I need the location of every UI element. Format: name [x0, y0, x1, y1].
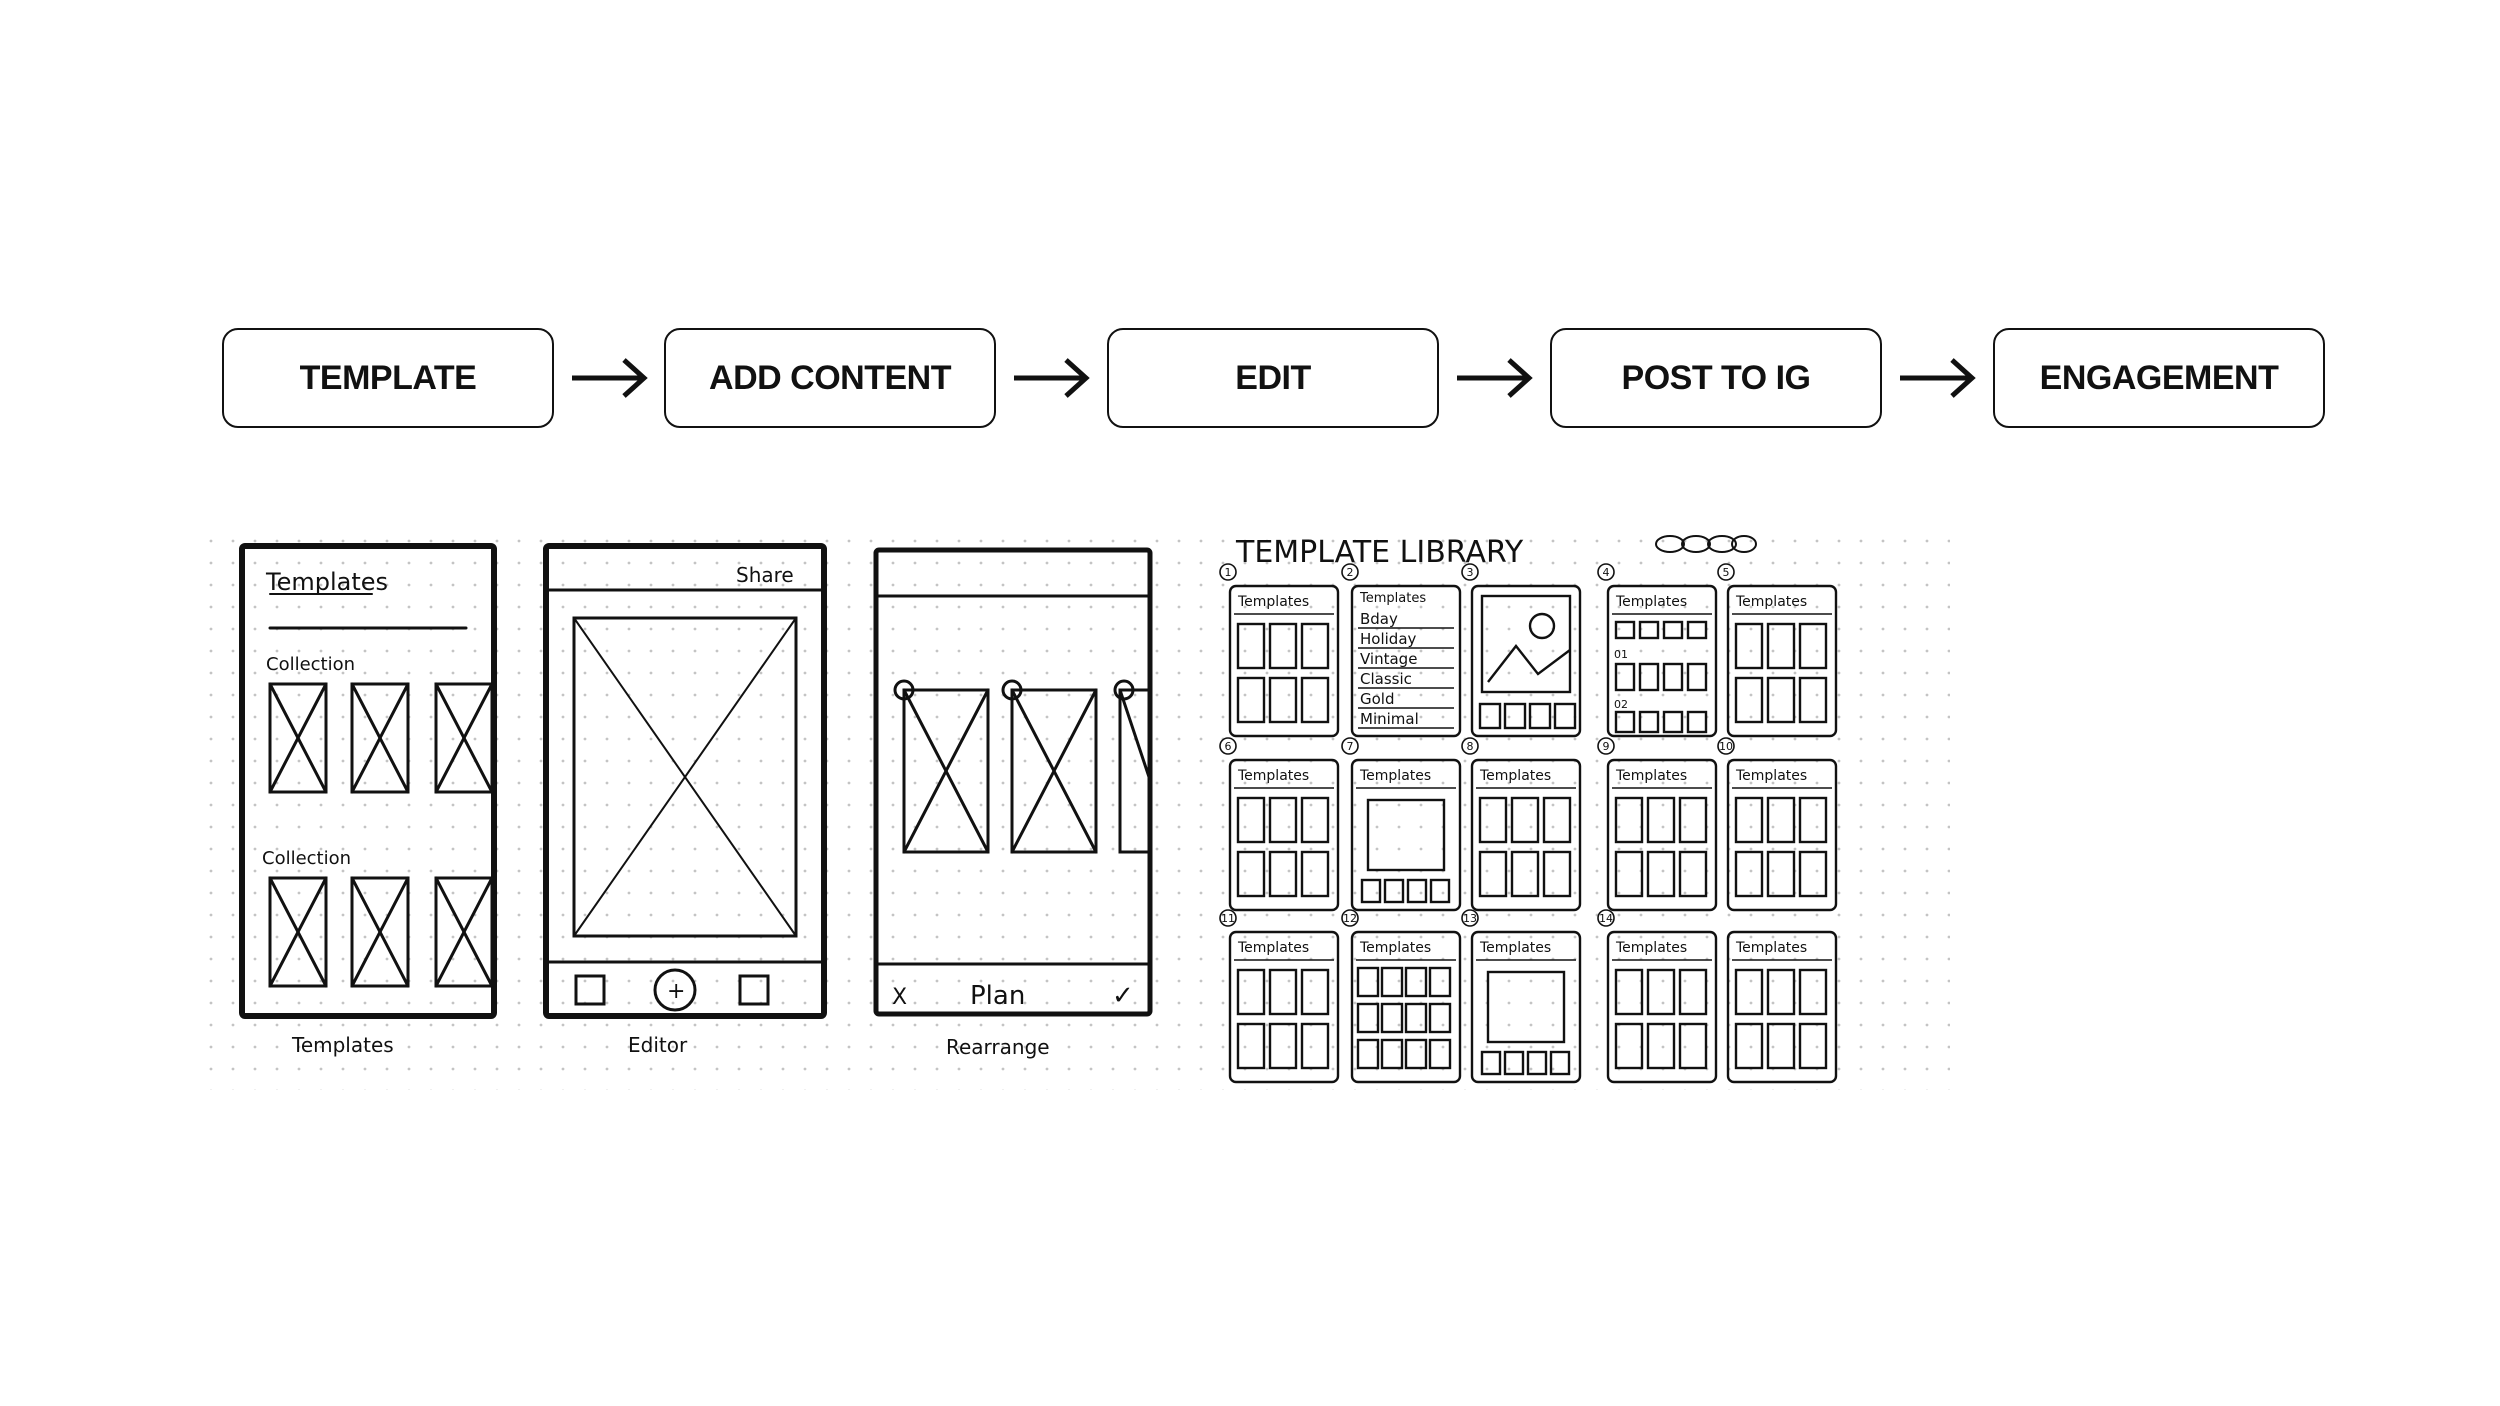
add-icon: +: [667, 979, 685, 1004]
library-cell-title: Templates: [1615, 594, 1687, 610]
caption-editor: Editor: [628, 1033, 688, 1057]
library-number: 3: [1467, 566, 1474, 579]
library-number: 13: [1463, 912, 1477, 925]
library-list-item: Gold: [1360, 690, 1395, 708]
library-cell-title: Templates: [1735, 768, 1807, 784]
library-list-item: Vintage: [1360, 650, 1417, 668]
wireframe-sketches: Templates Collection Collection Template…: [200, 530, 1950, 1090]
library-number: 5: [1723, 566, 1730, 579]
library-grid: 1Templates2BdayHolidayVintageClassicGold…: [1219, 563, 1838, 1084]
library-list-item: Bday: [1360, 610, 1398, 628]
library-cell-title: Templates: [1479, 768, 1551, 784]
library-number: 14: [1599, 912, 1613, 925]
library-cell-title: Templates: [1359, 940, 1431, 956]
share-label: Share: [736, 563, 794, 587]
confirm-icon: ✓: [1112, 981, 1134, 1011]
library-title: TEMPLATE LIBRARY: [1235, 535, 1524, 570]
step-engagement: ENGAGEMENT: [1993, 328, 2325, 428]
sketch-rearrange-screen: [873, 547, 1153, 1017]
library-number: 2: [1347, 566, 1354, 579]
library-thumbnail: Templates: [1726, 930, 1838, 1084]
templates-header: Templates: [265, 568, 388, 596]
collection-label: Collection: [266, 654, 355, 675]
library-doodle-icon: [1655, 535, 1757, 553]
library-thumbnail: 3: [1461, 563, 1582, 738]
arrow-right-icon: [572, 358, 648, 398]
library-cell-title: Templates: [1735, 594, 1807, 610]
library-cell-title: Templates: [1615, 768, 1687, 784]
caption-templates: Templates: [291, 1033, 394, 1057]
library-cell-title: Templates: [1479, 940, 1551, 956]
sketch-editor-screen: [543, 543, 827, 1019]
library-cell-title: Templates: [1359, 591, 1426, 606]
library-number: 7: [1347, 740, 1354, 753]
library-number: 6: [1225, 740, 1232, 753]
library-list-item: Minimal: [1360, 710, 1419, 728]
arrow-right-icon: [1457, 358, 1533, 398]
library-cell-title: Templates: [1615, 940, 1687, 956]
library-number: 1: [1225, 566, 1232, 579]
process-flow: TEMPLATE ADD CONTENT EDIT POST TO IG ENG…: [0, 0, 2500, 460]
library-cell-title: Templates: [1237, 940, 1309, 956]
library-number: 8: [1467, 740, 1474, 753]
library-cell-title: Templates: [1237, 768, 1309, 784]
plan-title: Plan: [970, 981, 1025, 1011]
library-number: 10: [1719, 740, 1733, 753]
library-list-item: Holiday: [1360, 630, 1417, 648]
cancel-icon: X: [892, 985, 907, 1010]
library-row-mark: 02: [1614, 698, 1628, 711]
library-row-mark: 01: [1614, 648, 1628, 661]
step-add-content: ADD CONTENT: [664, 328, 996, 428]
collection-label: Collection: [262, 848, 351, 869]
library-number: 11: [1221, 912, 1235, 925]
step-edit: EDIT: [1107, 328, 1439, 428]
library-cell-title: Templates: [1735, 940, 1807, 956]
library-number: 9: [1603, 740, 1610, 753]
arrow-right-icon: [1900, 358, 1976, 398]
library-cell-title: Templates: [1359, 768, 1431, 784]
library-number: 4: [1603, 566, 1610, 579]
step-post-to-ig: POST TO IG: [1550, 328, 1882, 428]
step-template: TEMPLATE: [222, 328, 554, 428]
sketch-templates-screen: [239, 543, 497, 1019]
library-list-item: Classic: [1360, 670, 1412, 688]
library-number: 12: [1343, 912, 1357, 925]
caption-rearrange: Rearrange: [946, 1035, 1050, 1059]
library-cell-title: Templates: [1237, 594, 1309, 610]
arrow-right-icon: [1014, 358, 1090, 398]
